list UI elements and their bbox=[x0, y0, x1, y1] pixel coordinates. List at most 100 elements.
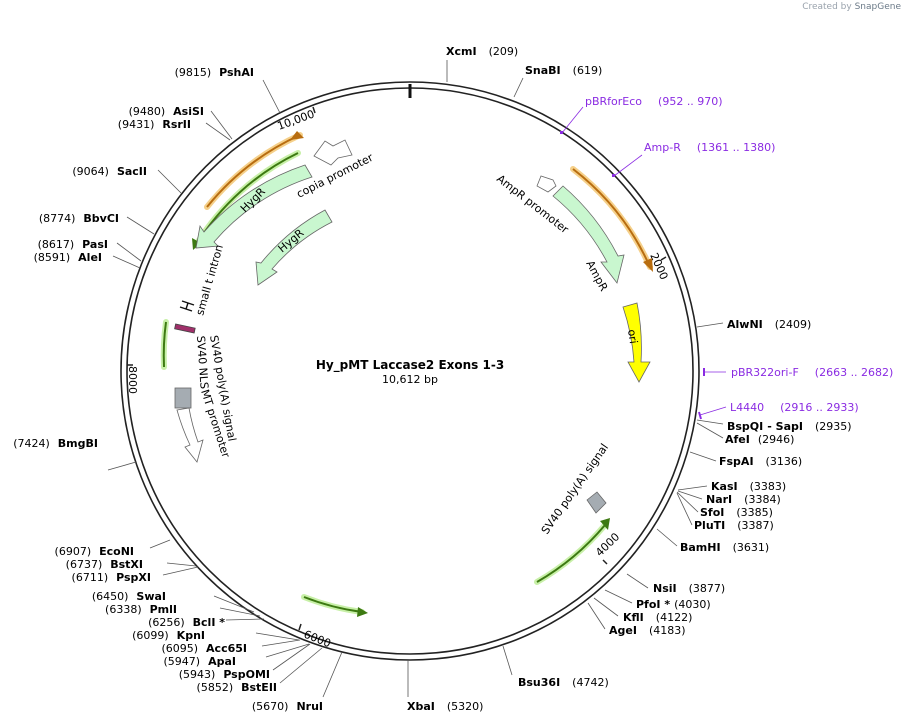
position-text: (6256) bbox=[148, 616, 185, 629]
site-name-text: - SapI bbox=[767, 420, 803, 433]
site-afei: AfeI (2946) bbox=[725, 433, 794, 446]
position-text: (3631) bbox=[733, 541, 770, 554]
site-name-text: SnaBI bbox=[525, 64, 561, 77]
site-fspai: FspAI (3136) bbox=[719, 455, 802, 468]
site-name-text: PmlI bbox=[150, 603, 177, 616]
position-text: (2916 .. 2933) bbox=[780, 401, 859, 414]
small-t-intron-label: small t intron bbox=[193, 243, 226, 317]
position-text: (8774) bbox=[39, 212, 76, 225]
position-text: (4030) bbox=[674, 598, 711, 611]
plasmid-backbone bbox=[120, 81, 700, 661]
ampr-arrow bbox=[552, 185, 625, 284]
site-apai: (5947)ApaI bbox=[164, 655, 236, 668]
site-name-text: SacII bbox=[117, 165, 147, 178]
plasmid-size: 10,612 bp bbox=[382, 373, 438, 386]
watermark-brand: SnapGene bbox=[854, 2, 901, 12]
position-text: (3877) bbox=[689, 582, 726, 595]
position-text: (5943) bbox=[179, 668, 216, 681]
site-xcmi: XcmI(209) bbox=[446, 45, 518, 58]
position-text: (1361 .. 1380) bbox=[697, 141, 776, 154]
site-kfli: KflI(4122) bbox=[623, 611, 692, 624]
tick-label-8000: 8000 bbox=[126, 366, 139, 394]
ori-arrow bbox=[622, 302, 651, 383]
ori-label: ori bbox=[625, 329, 640, 345]
position-text: (9480) bbox=[129, 105, 166, 118]
position-text: (5947) bbox=[164, 655, 201, 668]
site-name-text: BbvCI bbox=[83, 212, 119, 225]
position-text: (8591) bbox=[34, 251, 71, 264]
site-bspqi: BspQI - SapI (2935) bbox=[727, 420, 852, 433]
sv40-polya-right-label: SV40 poly(A) signal bbox=[539, 441, 611, 536]
position-text: (4742) bbox=[572, 676, 609, 689]
hygr-inner-arrow bbox=[255, 209, 333, 286]
sv40-polya-left-box bbox=[174, 387, 192, 409]
copia-promoter-arrow bbox=[313, 139, 353, 166]
position-text: (2946) bbox=[758, 433, 795, 446]
site-pfoi: PfoI * (4030) bbox=[636, 598, 711, 611]
site-name-text: BstXI bbox=[110, 558, 143, 571]
plasmid-name: Hy_pMT Laccase2 Exons 1-3 bbox=[316, 358, 504, 373]
primer-l4440-mark bbox=[698, 411, 702, 420]
site-bamhi: BamHI(3631) bbox=[680, 541, 769, 554]
position-text: (9064) bbox=[72, 165, 109, 178]
site-leader-lines bbox=[107, 60, 724, 698]
site-name-text: PfoI * bbox=[636, 598, 670, 611]
position-text: (3387) bbox=[737, 519, 774, 532]
site-rsrii: (9431)RsrII bbox=[118, 118, 191, 131]
position-text: (9815) bbox=[175, 66, 212, 79]
position-text: (6737) bbox=[66, 558, 103, 571]
site-name-text: BmgBI bbox=[58, 437, 98, 450]
site-bsteii: (5852) BstEII bbox=[197, 681, 277, 694]
position-text: (952 .. 970) bbox=[658, 95, 723, 108]
site-pshai: (9815) PshAI bbox=[175, 66, 254, 79]
site-nari: NarI (3384) bbox=[706, 493, 781, 506]
site-bmgbi: (7424) BmgBI bbox=[13, 437, 98, 450]
site-nsii: NsiI(3877) bbox=[653, 582, 725, 595]
site-pluti: PluTI(3387) bbox=[694, 519, 774, 532]
site-bcli: (6256)BclI * bbox=[148, 616, 225, 629]
site-name-text: BstEII bbox=[241, 681, 277, 694]
site-name-text: PspOMI bbox=[223, 668, 270, 681]
site-name-text: PspXI bbox=[116, 571, 151, 584]
site-swai: (6450)SwaI bbox=[92, 590, 166, 603]
position-text: (3384) bbox=[744, 493, 781, 506]
site-name-text: SwaI bbox=[136, 590, 166, 603]
watermark-prefix: Created by bbox=[802, 2, 852, 12]
primer-ampr: Amp-R(1361 .. 1380) bbox=[644, 141, 775, 154]
position-text: (2663 .. 2682) bbox=[815, 366, 894, 379]
site-asisi: (9480) AsiSI bbox=[129, 105, 204, 118]
site-name-text: KasI bbox=[711, 480, 738, 493]
site-name-text: BspQI bbox=[727, 420, 763, 433]
site-name-text: Acc65I bbox=[206, 642, 247, 655]
primer-pbrforeco: pBRforEco(952 .. 970) bbox=[585, 95, 723, 108]
position-text: (7424) bbox=[13, 437, 50, 450]
position-text: (3383) bbox=[750, 480, 787, 493]
position-text: (4183) bbox=[649, 624, 686, 637]
site-name-text: XbaI bbox=[407, 700, 435, 713]
primer-labels: pBRforEco(952 .. 970) Amp-R(1361 .. 1380… bbox=[585, 95, 893, 414]
site-bstxi: (6737) BstXI bbox=[66, 558, 143, 571]
site-name-text: PshAI bbox=[219, 66, 254, 79]
hygr-outer-arrow bbox=[195, 164, 313, 249]
position-text: pBR322ori-F bbox=[731, 366, 799, 379]
site-name-text: KpnI bbox=[177, 629, 205, 642]
primers bbox=[560, 106, 727, 420]
site-name-text: NarI bbox=[706, 493, 732, 506]
site-snabi: SnaBI(619) bbox=[525, 64, 602, 77]
site-name-text: AsiSI bbox=[173, 105, 204, 118]
snapgene-watermark: Created by SnapGene bbox=[802, 2, 901, 12]
position-text: (2935) bbox=[815, 420, 852, 433]
ampr-promoter-label: AmpR promoter bbox=[494, 172, 571, 236]
site-econi: (6907)EcoNI bbox=[55, 545, 134, 558]
position-text: (5320) bbox=[447, 700, 484, 713]
position-text: (6907) bbox=[55, 545, 92, 558]
site-pspxi: (6711)PspXI bbox=[72, 571, 151, 584]
site-name-text: FspAI bbox=[719, 455, 754, 468]
site-sfoi: SfoI(3385) bbox=[700, 506, 773, 519]
position-text: (5670) bbox=[252, 700, 289, 713]
position-text: (3136) bbox=[766, 455, 803, 468]
position-text: (5852) bbox=[197, 681, 234, 694]
site-name-text: AlwNI bbox=[727, 318, 763, 331]
site-name-text: AfeI bbox=[725, 433, 750, 446]
position-text: (2409) bbox=[775, 318, 812, 331]
